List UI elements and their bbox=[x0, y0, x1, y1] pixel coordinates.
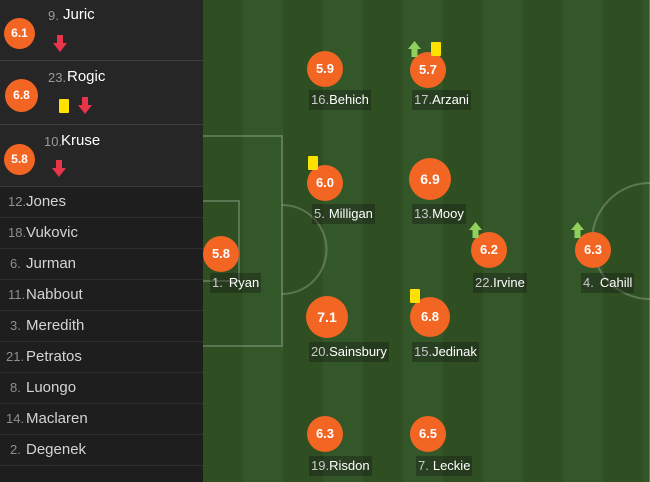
player-name: Nabbout bbox=[26, 286, 83, 303]
rating-badge: 5.8 bbox=[4, 144, 35, 175]
player-label: 13.Mooy bbox=[412, 204, 466, 224]
red-down-arrow-icon bbox=[52, 160, 66, 177]
bench-row-jurman[interactable]: 6. Jurman bbox=[0, 249, 203, 280]
player-label: 15.Jedinak bbox=[412, 342, 479, 362]
player-number: 14. bbox=[6, 411, 25, 426]
player-number: 6. bbox=[10, 256, 21, 271]
sub-row-rogic[interactable]: 6.8 23. Rogic bbox=[0, 61, 203, 125]
player-number: 15. bbox=[414, 344, 433, 359]
bench-row-degenek[interactable]: 2. Degenek bbox=[0, 435, 203, 466]
pitch: 5.9 16.Behich 5.7 17.Arzani 6.0 5.Millig… bbox=[203, 0, 650, 482]
sub-row-kruse[interactable]: 5.8 10. Kruse bbox=[0, 125, 203, 187]
player-name: Behich bbox=[329, 92, 369, 107]
player-number: 12. bbox=[8, 194, 27, 209]
player-number: 16. bbox=[311, 92, 330, 107]
player-name: Sainsbury bbox=[329, 344, 387, 359]
player-name: Arzani bbox=[432, 92, 469, 107]
green-up-arrow-icon bbox=[571, 222, 584, 238]
player-name: Maclaren bbox=[26, 410, 88, 427]
player-number: 17. bbox=[414, 92, 433, 107]
rating-badge: 6.0 bbox=[307, 165, 343, 201]
substitutes-panel: 6.1 9. Juric 6.8 23. Rogic 5.8 10. Kruse… bbox=[0, 0, 203, 482]
green-up-arrow-icon bbox=[469, 222, 482, 238]
rating-badge: 5.7 bbox=[410, 52, 446, 88]
green-up-arrow-icon bbox=[408, 41, 421, 57]
bench-row-vukovic[interactable]: 18. Vukovic bbox=[0, 218, 203, 249]
player-number: 19. bbox=[311, 458, 330, 473]
player-number: 5. bbox=[314, 206, 325, 221]
player-label: 16.Behich bbox=[309, 90, 371, 110]
player-name: Kruse bbox=[61, 132, 101, 149]
player-name: Irvine bbox=[493, 275, 525, 290]
bench-row-jones[interactable]: 12. Jones bbox=[0, 187, 203, 218]
yellow-card-icon bbox=[308, 156, 318, 170]
player-number: 2. bbox=[10, 442, 21, 457]
player-name: Juric bbox=[63, 6, 95, 23]
bench-row-luongo[interactable]: 8. Luongo bbox=[0, 373, 203, 404]
player-name: Meredith bbox=[26, 317, 85, 334]
player-number: 13. bbox=[414, 206, 433, 221]
yellow-card-icon bbox=[410, 289, 420, 303]
bench-row-meredith[interactable]: 3. Meredith bbox=[0, 311, 203, 342]
rating-badge: 6.8 bbox=[5, 79, 38, 112]
player-name: Ryan bbox=[228, 275, 260, 290]
rating-badge: 6.9 bbox=[409, 158, 451, 200]
player-number: 23. bbox=[48, 70, 67, 85]
player-label: 4. Cahill bbox=[581, 273, 635, 293]
rating-badge: 6.2 bbox=[471, 232, 507, 268]
bench-row-petratos[interactable]: 21. Petratos bbox=[0, 342, 203, 373]
player-number: 4. bbox=[583, 275, 594, 290]
yellow-card-icon bbox=[431, 42, 441, 56]
rating-badge: 6.5 bbox=[410, 416, 446, 452]
player-label: 22.Irvine bbox=[473, 273, 527, 293]
rating-badge: 6.3 bbox=[307, 416, 343, 452]
player-name: Cahill bbox=[599, 275, 633, 290]
bench-row-maclaren[interactable]: 14. Maclaren bbox=[0, 404, 203, 435]
player-name: Jones bbox=[26, 193, 67, 210]
rating-badge: 6.3 bbox=[575, 232, 611, 268]
player-name: Vukovic bbox=[26, 224, 78, 241]
red-down-arrow-icon bbox=[53, 35, 67, 52]
player-number: 20. bbox=[311, 344, 330, 359]
rating-badge: 6.8 bbox=[410, 297, 450, 337]
bench-row-nabbout[interactable]: 11. Nabbout bbox=[0, 280, 203, 311]
player-number: 1. bbox=[212, 275, 223, 290]
player-number: 8. bbox=[10, 380, 21, 395]
yellow-card-icon bbox=[59, 99, 69, 113]
player-label: 20.Sainsbury bbox=[309, 342, 389, 362]
player-number: 9. bbox=[48, 8, 59, 23]
player-number: 10. bbox=[44, 134, 63, 149]
player-number: 3. bbox=[10, 318, 21, 333]
player-name: Leckie bbox=[432, 458, 471, 473]
player-name: Jurman bbox=[26, 255, 77, 272]
player-name: Luongo bbox=[26, 379, 77, 396]
player-number: 11. bbox=[8, 287, 26, 302]
player-name: Rogic bbox=[67, 68, 106, 85]
player-label: 17.Arzani bbox=[412, 90, 471, 110]
rating-badge: 5.8 bbox=[203, 236, 239, 272]
player-number: 18. bbox=[8, 225, 27, 240]
player-name: Petratos bbox=[26, 348, 82, 365]
player-label: 1. Ryan bbox=[210, 273, 262, 293]
rating-badge: 7.1 bbox=[306, 296, 348, 338]
player-name: Degenek bbox=[26, 441, 87, 458]
player-number: 7. bbox=[418, 458, 429, 473]
player-name: Mooy bbox=[432, 206, 464, 221]
rating-badge: 6.1 bbox=[4, 18, 35, 49]
player-number: 22. bbox=[475, 275, 494, 290]
player-label: 5.Milligan bbox=[312, 204, 375, 224]
player-label: 7.Leckie bbox=[416, 456, 473, 476]
rating-badge: 5.9 bbox=[307, 51, 343, 87]
player-label: 19.Risdon bbox=[309, 456, 372, 476]
sub-row-juric[interactable]: 6.1 9. Juric bbox=[0, 0, 203, 61]
player-name: Jedinak bbox=[432, 344, 477, 359]
red-down-arrow-icon bbox=[78, 97, 92, 114]
player-name: Milligan bbox=[328, 206, 373, 221]
player-name: Risdon bbox=[329, 458, 370, 473]
player-number: 21. bbox=[6, 349, 25, 364]
